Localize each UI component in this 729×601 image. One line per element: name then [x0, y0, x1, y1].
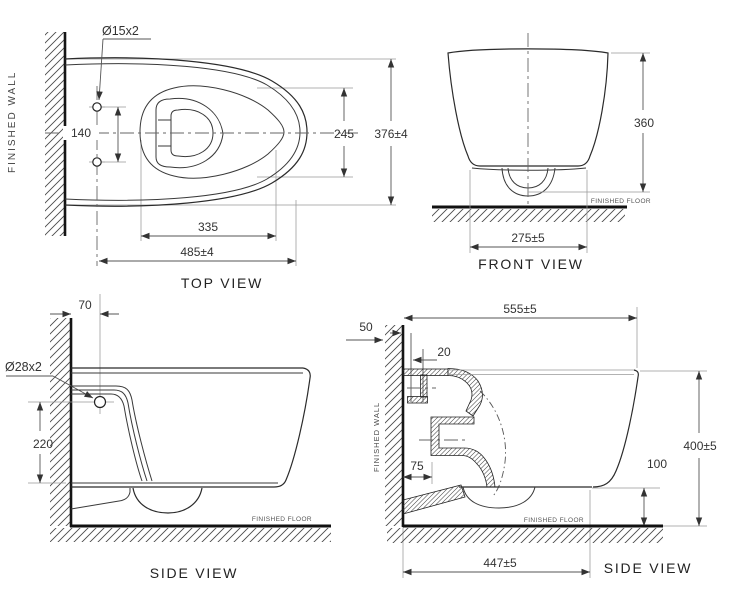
- hole-callout-label: Ø28x2: [5, 360, 42, 374]
- side-view-right-title: SIDE VIEW: [604, 560, 693, 576]
- dim-wall-thickness: 50: [346, 320, 383, 344]
- dim-wall-thickness-label: 50: [359, 320, 373, 334]
- hole-callout: Ø15x2: [96, 24, 151, 101]
- finished-wall-label: FINISHED WALL: [7, 71, 18, 173]
- wall-hatch: [50, 318, 71, 526]
- top-view-title: TOP VIEW: [181, 275, 263, 291]
- dim-hole-pitch-label: 140: [71, 126, 91, 140]
- bowl-section-outline: [407, 369, 639, 509]
- front-view: FINISHED FLOOR 360 275±5 FRONT VIEW: [432, 33, 654, 272]
- finished-floor-label: FINISHED FLOOR: [524, 517, 584, 524]
- floor-hatch: [387, 528, 663, 543]
- dim-floor-clearance-label: 100: [647, 457, 667, 471]
- floor-hatch: [432, 209, 625, 222]
- dim-drain-setback: 75: [403, 459, 433, 484]
- hole-callout: Ø28x2: [5, 360, 94, 399]
- finished-floor-label: FINISHED FLOOR: [591, 198, 651, 205]
- finished-wall-label: FINISHED WALL: [372, 402, 381, 472]
- dim-bowl-width: 245: [334, 88, 354, 177]
- dim-setback-label: 20: [437, 345, 451, 359]
- top-view-extension-lines: [65, 58, 396, 266]
- side-view-left: 70 Ø28x2 220 FINISH: [5, 294, 331, 581]
- finished-floor-label: FINISHED FLOOR: [252, 516, 312, 523]
- floor-hatch: [50, 528, 331, 542]
- hole-callout-label: Ø15x2: [102, 24, 139, 38]
- wall-hatch: [45, 32, 65, 236]
- dim-hole-setback-label: 70: [78, 298, 92, 312]
- dim-height: 360: [528, 52, 654, 193]
- dim-overall-length-label: 485±4: [180, 245, 214, 259]
- top-view: FINISHED WALL: [7, 24, 408, 291]
- mounting-hole: [92, 157, 102, 167]
- dim-base-depth-label: 447±5: [483, 556, 517, 570]
- dim-base-width-label: 275±5: [511, 231, 545, 245]
- bowl-top-outline: [64, 57, 308, 207]
- wall-hatch: [385, 325, 403, 526]
- dim-overall-depth-label: 555±5: [503, 302, 537, 316]
- dim-overall-height-label: 400±5: [683, 439, 717, 453]
- dim-bowl-length: 335: [141, 220, 276, 240]
- dim-bowl-width-label: 245: [334, 127, 354, 141]
- dim-base-width: 275±5: [469, 170, 588, 253]
- dim-overall-length: 485±4: [99, 245, 296, 265]
- section-cut: [402, 368, 496, 515]
- mounting-hole: [93, 395, 107, 409]
- front-view-title: FRONT VIEW: [478, 256, 584, 272]
- dim-drain-setback-label: 75: [410, 459, 424, 473]
- dim-overall-width: 376±4: [374, 59, 408, 205]
- hinge-tab: [158, 119, 171, 147]
- dim-overall-width-label: 376±4: [374, 127, 408, 141]
- dim-height-label: 360: [634, 116, 654, 130]
- side-view-right: FINISHED WALL 50 555±5 20: [346, 302, 717, 578]
- side-view-left-title: SIDE VIEW: [150, 565, 239, 581]
- dim-overall-depth: 555±5: [404, 302, 638, 368]
- dim-floor-clearance: 100: [592, 457, 667, 526]
- mounting-holes: [89, 102, 105, 167]
- bowl-side-outline: [70, 367, 311, 514]
- dim-overall-height: 400±5: [640, 370, 717, 527]
- dim-hole-height-label: 220: [33, 437, 53, 451]
- dim-bowl-length-label: 335: [198, 220, 218, 234]
- dim-hole-height: 220: [28, 402, 66, 484]
- label-mask: [63, 126, 99, 140]
- mounting-hole: [92, 102, 102, 112]
